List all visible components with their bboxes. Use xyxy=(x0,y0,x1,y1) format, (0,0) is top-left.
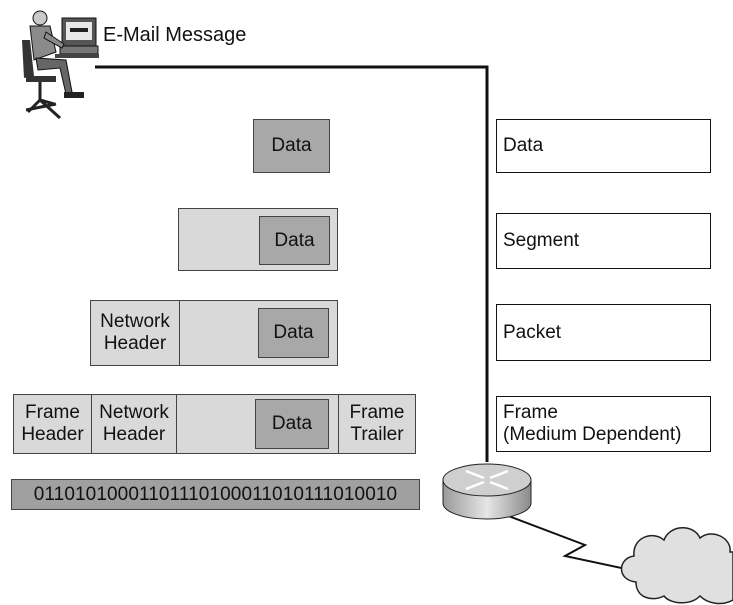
router-icon xyxy=(442,463,532,520)
label-data: Data xyxy=(496,119,711,173)
frame-header: Frame Header xyxy=(21,402,84,445)
data-block: Data xyxy=(253,119,330,173)
label-segment: Segment xyxy=(496,213,711,269)
label-packet: Packet xyxy=(496,304,711,361)
label-frame: Frame (Medium Dependent) xyxy=(496,396,711,452)
frame-trailer: Frame Trailer xyxy=(349,402,405,445)
label-frame-line1: Frame xyxy=(503,402,558,423)
frame-block: Frame Header Network Header Data Frame T… xyxy=(13,394,416,454)
frame-divider-1 xyxy=(91,395,92,453)
bits-stream: 01101010001101110100011010111010010 xyxy=(11,479,420,510)
wan-link xyxy=(497,511,641,573)
packet-divider xyxy=(179,301,180,365)
frame-data-block: Data xyxy=(255,399,329,449)
packet-data-block: Data xyxy=(258,308,329,358)
packet-block: Network Header Data xyxy=(90,300,338,366)
frame-divider-3 xyxy=(338,395,339,453)
segment-block: Data xyxy=(178,208,338,271)
diagram-title: E-Mail Message xyxy=(103,24,247,46)
label-frame-line2: (Medium Dependent) xyxy=(503,424,682,445)
cloud-icon xyxy=(620,527,733,605)
segment-data-block: Data xyxy=(259,216,330,265)
frame-network-header: Network Header xyxy=(99,402,169,445)
user-at-computer-icon xyxy=(22,10,99,120)
network-header: Network Header xyxy=(100,311,170,354)
link-line xyxy=(95,65,489,462)
frame-divider-2 xyxy=(176,395,177,453)
